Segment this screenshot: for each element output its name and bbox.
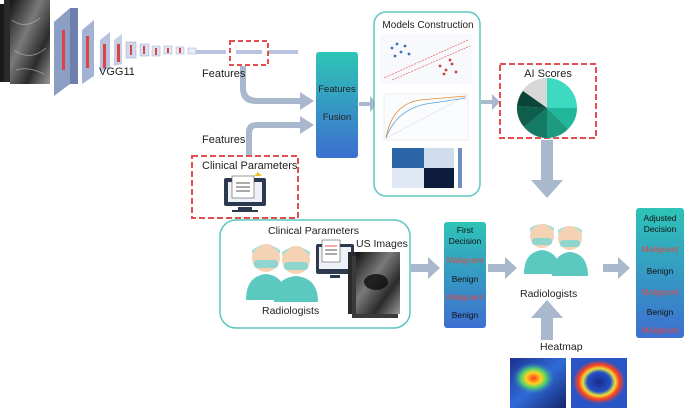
center-radiologists-label: Radiologists — [520, 288, 578, 300]
us-images-stack — [348, 252, 400, 318]
arrow-ai-to-radiologists — [531, 140, 563, 198]
panel-us-label: US Images — [356, 238, 408, 250]
heatmap-image-2 — [571, 358, 627, 408]
arrow-heatmap-to-radiologists — [531, 300, 563, 340]
heatmap-image-1 — [510, 358, 566, 408]
fusion-box — [316, 52, 358, 158]
panel-clinical-label: Clinical Parameters — [268, 225, 360, 237]
vgg11-network — [54, 8, 298, 96]
arrow-panel-to-first — [411, 257, 440, 279]
first-decision-item-2: Benign — [451, 274, 479, 284]
arrow-models-to-ai — [481, 94, 500, 110]
adjusted-decision-item-4: Benign — [646, 307, 674, 317]
models-confusion-matrix — [392, 148, 462, 188]
fusion-label-line2: Fusion — [322, 112, 352, 123]
adjusted-decision-content: Adjusted Decision Malignant Benign Malig… — [636, 208, 684, 338]
monitor-icon — [224, 172, 266, 212]
first-decision-item-4: Benign — [451, 310, 479, 320]
models-title: Models Construction — [382, 20, 474, 31]
models-scatter-thumbnail — [380, 34, 472, 84]
first-decision-content: First Decision Malignant Benign Malignan… — [444, 222, 486, 328]
clinical-params-label: Clinical Parameters — [202, 160, 298, 172]
fusion-label-line1: Features — [318, 84, 356, 95]
first-decision-box — [444, 222, 486, 328]
adjusted-decision-item-2: Benign — [646, 266, 674, 276]
adjusted-decision-item-3: Malignant — [641, 287, 679, 297]
monitor-icon-small — [316, 239, 354, 278]
ai-scores-box — [499, 63, 597, 139]
adjusted-decision-title: Adjusted Decision — [643, 213, 677, 234]
first-decision-item-1: Malignant — [446, 255, 484, 265]
feature-vector-highlight — [229, 40, 269, 66]
doctors-icon-center — [524, 224, 588, 276]
vgg11-label: VGG11 — [99, 66, 135, 78]
ai-scores-pie — [516, 78, 577, 138]
ai-scores-title: AI Scores — [524, 68, 572, 80]
arrow-first-to-center — [488, 257, 517, 279]
input-image-stack — [0, 0, 50, 84]
adjusted-decision-item-5: Malignant — [641, 325, 679, 335]
first-decision-item-3: Malignant — [446, 292, 484, 302]
adjusted-decision-item-1: Malignant — [641, 244, 679, 254]
arrow-center-to-adjusted — [603, 257, 630, 279]
heatmap-label: Heatmap — [540, 341, 583, 353]
first-decision-title: First Decision — [448, 225, 482, 246]
panel-radiologists-label: Radiologists — [262, 305, 320, 317]
features-top-label: Features — [202, 68, 246, 80]
features-bottom-label: Features — [202, 134, 246, 146]
doctors-icon-left — [246, 244, 318, 302]
adjusted-decision-box — [636, 208, 684, 338]
models-roc-thumbnail — [383, 93, 469, 141]
fusion-input-arrows — [240, 66, 314, 160]
